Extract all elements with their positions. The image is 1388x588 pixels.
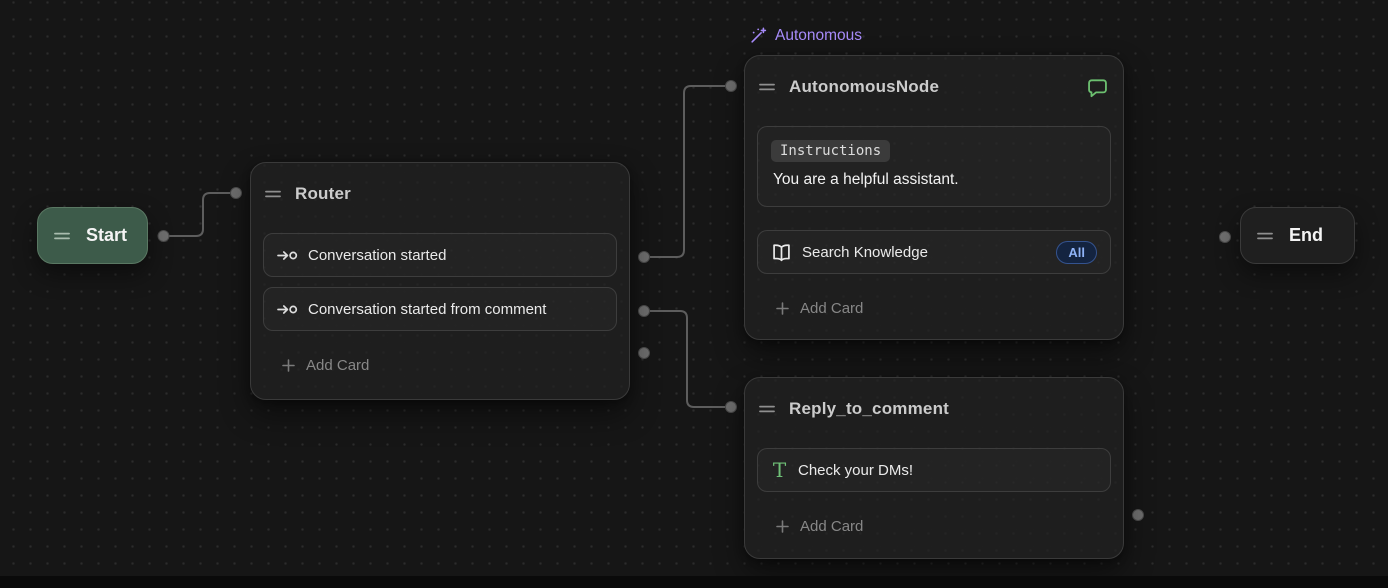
- text-icon: T: [772, 458, 787, 482]
- trigger-icon: [277, 249, 298, 262]
- card-label: Check your DMs!: [798, 461, 914, 479]
- port-router-input[interactable]: [230, 187, 242, 199]
- drag-handle-icon[interactable]: [54, 231, 70, 241]
- start-node[interactable]: Start: [37, 207, 148, 264]
- knowledge-scope-badge[interactable]: All: [1056, 240, 1097, 264]
- instructions-label: Instructions: [771, 140, 891, 162]
- reply-to-comment-node[interactable]: Reply_to_comment T Check your DMs! Add C…: [744, 377, 1124, 559]
- instructions-text: You are a helpful assistant.: [773, 171, 959, 188]
- instructions-card[interactable]: Instructions You are a helpful assistant…: [757, 126, 1111, 207]
- reply-text-card[interactable]: T Check your DMs!: [757, 448, 1111, 492]
- autonomous-node-header: AutonomousNode: [745, 56, 1123, 98]
- drag-handle-icon[interactable]: [1257, 231, 1273, 241]
- router-add-card-button[interactable]: Add Card: [263, 344, 617, 386]
- book-icon: [771, 243, 792, 262]
- drag-handle-icon[interactable]: [759, 82, 775, 92]
- autonomous-flag: Autonomous: [749, 27, 862, 45]
- edge-router-to-autonomous[interactable]: [650, 85, 725, 258]
- autonomous-node[interactable]: AutonomousNode Instructions You are a he…: [744, 55, 1124, 340]
- port-reply-output[interactable]: [1132, 509, 1144, 521]
- router-node-title: Router: [295, 184, 351, 203]
- card-label: Conversation started: [308, 246, 447, 264]
- card-label: Conversation started from comment: [308, 300, 547, 318]
- edge-router-to-reply[interactable]: [650, 310, 725, 408]
- reply-add-card-button[interactable]: Add Card: [757, 505, 1111, 547]
- wand-icon: [749, 27, 767, 45]
- port-router-output-2[interactable]: [638, 305, 650, 317]
- add-card-label: Add Card: [306, 356, 370, 374]
- router-node-header: Router: [251, 163, 629, 205]
- autonomous-node-title: AutonomousNode: [789, 77, 940, 96]
- card-label: Search Knowledge: [802, 243, 928, 261]
- chat-bubble-icon[interactable]: [1086, 76, 1109, 99]
- port-router-output-1[interactable]: [638, 251, 650, 263]
- plus-icon: [776, 519, 789, 533]
- start-node-title: Start: [86, 225, 128, 245]
- autonomous-flag-label: Autonomous: [775, 27, 863, 44]
- port-end-input[interactable]: [1219, 231, 1231, 243]
- drag-handle-icon[interactable]: [759, 404, 775, 414]
- edge-start-to-router[interactable]: [169, 192, 230, 237]
- reply-node-title: Reply_to_comment: [789, 399, 950, 418]
- reply-node-header: Reply_to_comment: [745, 378, 1123, 420]
- end-node-title: End: [1289, 225, 1323, 245]
- add-card-label: Add Card: [800, 299, 864, 317]
- router-card-conversation-started[interactable]: Conversation started: [263, 233, 617, 277]
- end-node[interactable]: End: [1240, 207, 1355, 264]
- plus-icon: [282, 358, 295, 372]
- port-autonomous-input[interactable]: [725, 80, 737, 92]
- drag-handle-icon[interactable]: [265, 189, 281, 199]
- router-card-conversation-started-from-comment[interactable]: Conversation started from comment: [263, 287, 617, 331]
- plus-icon: [776, 301, 789, 315]
- port-reply-input[interactable]: [725, 401, 737, 413]
- search-knowledge-card[interactable]: Search Knowledge All: [757, 230, 1111, 274]
- autonomous-add-card-button[interactable]: Add Card: [757, 287, 1111, 329]
- router-node[interactable]: Router Conversation started Conversation…: [250, 162, 630, 400]
- trigger-icon: [277, 303, 298, 316]
- port-start-output[interactable]: [157, 230, 170, 242]
- bottom-bar: [0, 576, 1388, 588]
- add-card-label: Add Card: [800, 517, 864, 535]
- port-router-output-3[interactable]: [638, 347, 650, 359]
